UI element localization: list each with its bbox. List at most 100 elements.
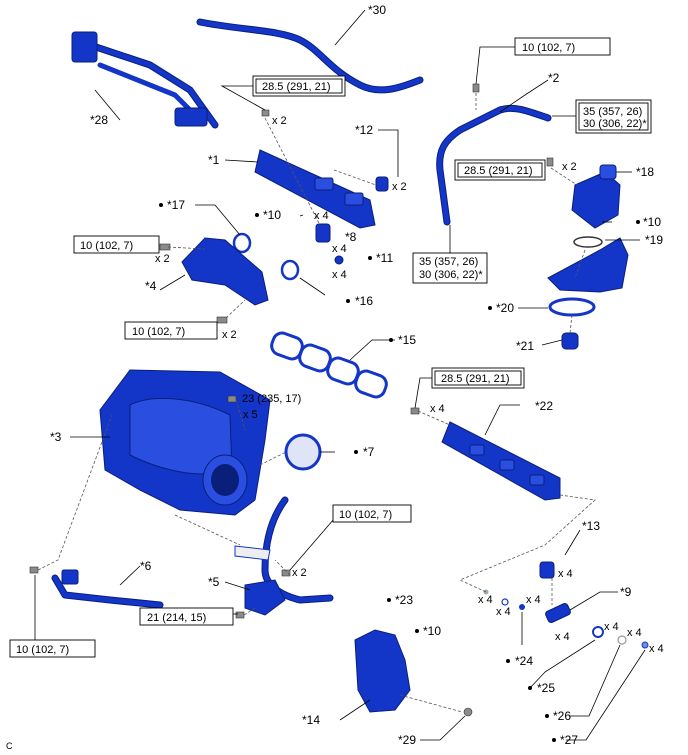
part-14-insulator bbox=[354, 629, 411, 713]
part-7-throttle-gasket bbox=[284, 433, 322, 471]
callout-19: *19 bbox=[645, 233, 663, 247]
part-17-o-ring bbox=[232, 232, 252, 254]
callout-4: *4 bbox=[145, 279, 157, 293]
callout-25: *25 bbox=[537, 681, 555, 695]
torque-text: 30 (306, 22)* bbox=[583, 118, 647, 130]
torque-spec-9: 28.5 (291, 21) bbox=[414, 367, 525, 409]
part-24-small bbox=[519, 604, 525, 610]
part-29-clip bbox=[463, 707, 473, 717]
torque-text: 21 (214, 15) bbox=[147, 612, 206, 624]
part-28-wire-harness bbox=[71, 31, 219, 129]
callout-1: *1 bbox=[208, 153, 220, 167]
qty: x 4 bbox=[526, 594, 541, 606]
torque-spec-6: 35 (357, 26) 30 (306, 22)* bbox=[412, 225, 488, 284]
part-1-fuel-rail bbox=[254, 149, 376, 229]
part-2-fuel-pipe bbox=[436, 104, 552, 226]
part-11-seal bbox=[334, 255, 344, 265]
torque-text: 30 (306, 22)* bbox=[419, 269, 483, 281]
qty: x 4 bbox=[332, 243, 347, 255]
torque-spec-11: 10 (102, 7) bbox=[9, 575, 96, 658]
callout-28: *28 bbox=[90, 113, 108, 127]
part-8-injector bbox=[315, 223, 331, 243]
qty: x 4 bbox=[649, 643, 664, 655]
part-27-seal bbox=[641, 641, 649, 649]
part-30-hose bbox=[196, 18, 424, 94]
torque-spec-3: 35 (357, 26) 30 (306, 22)* bbox=[552, 99, 652, 134]
qty: x 2 bbox=[272, 115, 287, 127]
callout-26: *26 bbox=[553, 709, 571, 723]
qty: x 2 bbox=[222, 329, 237, 341]
part-18-fuel-pump bbox=[571, 164, 621, 229]
torque-spec-7: 10 (102, 7) bbox=[124, 321, 218, 340]
callout-7: *7 bbox=[363, 445, 375, 459]
bolt-icons bbox=[29, 83, 554, 619]
torque-spec-4: 28.5 (291, 21) bbox=[454, 159, 546, 181]
part-4-intake-bracket bbox=[181, 237, 269, 306]
torque-text: 28.5 (291, 21) bbox=[464, 165, 533, 177]
callout-8: *8 bbox=[345, 230, 357, 244]
torque-text: 10 (102, 7) bbox=[132, 326, 185, 338]
callout-23: *23 bbox=[395, 593, 413, 607]
qty: x 2 bbox=[292, 567, 307, 579]
part-25-o-ring bbox=[592, 626, 604, 638]
callout-27: *27 bbox=[560, 733, 578, 747]
torque-spec-10: 10 (102, 7) bbox=[332, 504, 412, 523]
part-13-clamp bbox=[539, 561, 555, 579]
part-19-pump-bracket bbox=[547, 237, 629, 293]
qty: x 4 bbox=[555, 631, 570, 643]
qty: x 4 bbox=[627, 627, 642, 639]
callout-24: *24 bbox=[515, 654, 533, 668]
callout-6: *6 bbox=[140, 559, 152, 573]
callout-9: *9 bbox=[620, 585, 632, 599]
qty: x 4 bbox=[314, 210, 329, 222]
torque-text: 35 (357, 26) bbox=[583, 106, 642, 118]
torque-text: 10 (102, 7) bbox=[16, 644, 69, 656]
part-3-intake-manifold bbox=[99, 369, 271, 516]
callout-11: *11 bbox=[376, 251, 393, 265]
torque-text: 10 (102, 7) bbox=[339, 509, 392, 521]
callout-29: *29 bbox=[398, 733, 416, 747]
part-6-hose bbox=[51, 569, 164, 609]
qty: x 5 bbox=[243, 409, 258, 421]
part-22-delivery-pipe bbox=[441, 421, 561, 501]
qty: x 4 bbox=[332, 269, 347, 281]
torque-spec-8: 23 (235, 17) bbox=[242, 393, 301, 405]
qty: x 2 bbox=[155, 253, 170, 265]
callout-21: *21 bbox=[516, 339, 534, 353]
callout-30: *30 bbox=[368, 3, 386, 17]
torque-text: 23 (235, 17) bbox=[242, 393, 301, 405]
callout-5: *5 bbox=[208, 575, 220, 589]
qty: x 4 bbox=[496, 606, 511, 618]
part-12-cap bbox=[375, 176, 389, 192]
assembly-dashed-lines bbox=[37, 93, 596, 713]
torque-text: 10 (102, 7) bbox=[80, 240, 133, 252]
callout-10a: *10 bbox=[263, 208, 281, 222]
part-9-injector bbox=[545, 602, 571, 624]
callout-2: *2 bbox=[548, 71, 560, 85]
qty: x 4 bbox=[478, 594, 493, 606]
qty: x 4 bbox=[558, 568, 573, 580]
torque-spec-12: 21 (214, 15) bbox=[139, 607, 234, 626]
torque-spec-1: 10 (102, 7) bbox=[475, 37, 611, 85]
torque-text: 35 (357, 26) bbox=[419, 256, 478, 268]
part-20-gasket bbox=[548, 297, 596, 317]
part-23-small bbox=[483, 589, 489, 595]
callout-18: *18 bbox=[636, 165, 654, 179]
part-26-ring bbox=[617, 635, 627, 645]
callout-13: *13 bbox=[582, 519, 600, 533]
callout-22: *22 bbox=[535, 399, 553, 413]
qty: x 2 bbox=[392, 181, 407, 193]
callout-14: *14 bbox=[302, 713, 320, 727]
callout-3: *3 bbox=[50, 430, 62, 444]
callout-17: *17 bbox=[167, 198, 185, 212]
qty: x 4 bbox=[604, 621, 619, 633]
callout-10b: *10 bbox=[643, 215, 661, 229]
part-10-ring-pump bbox=[573, 236, 603, 248]
part-21-lifter bbox=[561, 332, 579, 350]
qty: x 4 bbox=[430, 403, 445, 415]
part-callouts: *30 *28 *1 *12 *17 *10 *8 *11 *4 *16 *2 … bbox=[50, 3, 663, 747]
torque-spec-2: 28.5 (291, 21) bbox=[220, 75, 346, 111]
torque-text: 28.5 (291, 21) bbox=[441, 373, 510, 385]
corner-code: C bbox=[6, 741, 13, 751]
part-16-gasket bbox=[280, 259, 300, 281]
